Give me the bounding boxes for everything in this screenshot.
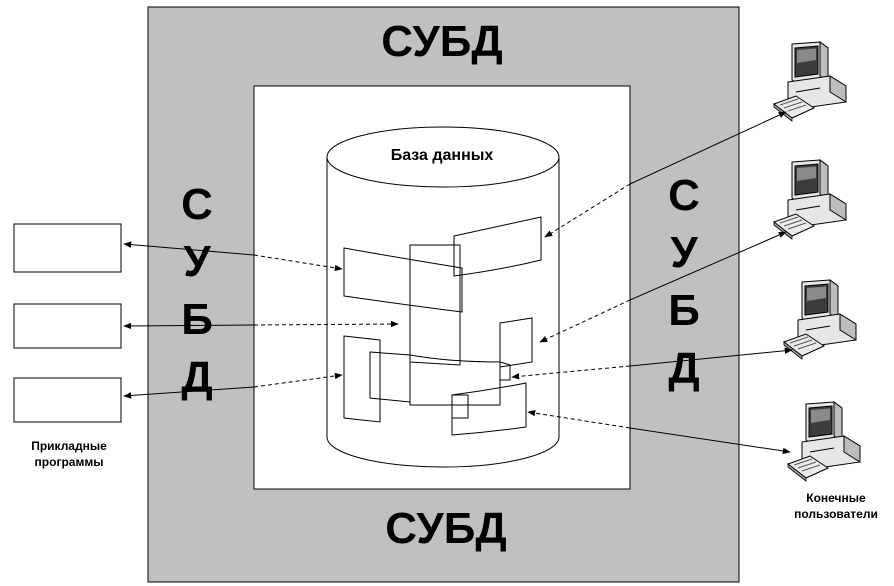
dbms-vertical-left-3: Б [181, 295, 213, 344]
dbms-title-top: СУБД [381, 17, 503, 66]
desktop-computer-icon [773, 41, 847, 122]
dbms-vertical-right-3: Б [668, 286, 700, 335]
dbms-vertical-left-1: С [181, 180, 213, 229]
applications-label-line2: программы [35, 455, 104, 469]
dbms-vertical-left-4: Д [181, 353, 212, 402]
user-arrows [511, 111, 793, 455]
dbms-title-bottom: СУБД [385, 504, 507, 553]
database-label: База данных [391, 147, 494, 164]
application-arrows [123, 241, 399, 399]
application-box-1 [13, 223, 122, 273]
database-cylinder [326, 126, 560, 468]
applications-label-line1: Прикладные [31, 439, 107, 453]
end-users-label-line1: Конечные [806, 491, 866, 505]
data-fragments [343, 216, 542, 436]
dbms-vertical-right-2: У [670, 228, 698, 277]
dbms-vertical-left-2: У [183, 237, 211, 286]
dbms-vertical-right-1: С [668, 171, 700, 220]
desktop-computer-icon [773, 159, 847, 240]
desktop-computer-icon [783, 279, 857, 360]
end-users-label-line2: пользователи [794, 507, 878, 521]
application-box-3 [13, 377, 122, 423]
dbms-vertical-right-4: Д [668, 344, 699, 393]
application-box-2 [13, 303, 122, 349]
desktop-computer-icon [787, 401, 861, 482]
